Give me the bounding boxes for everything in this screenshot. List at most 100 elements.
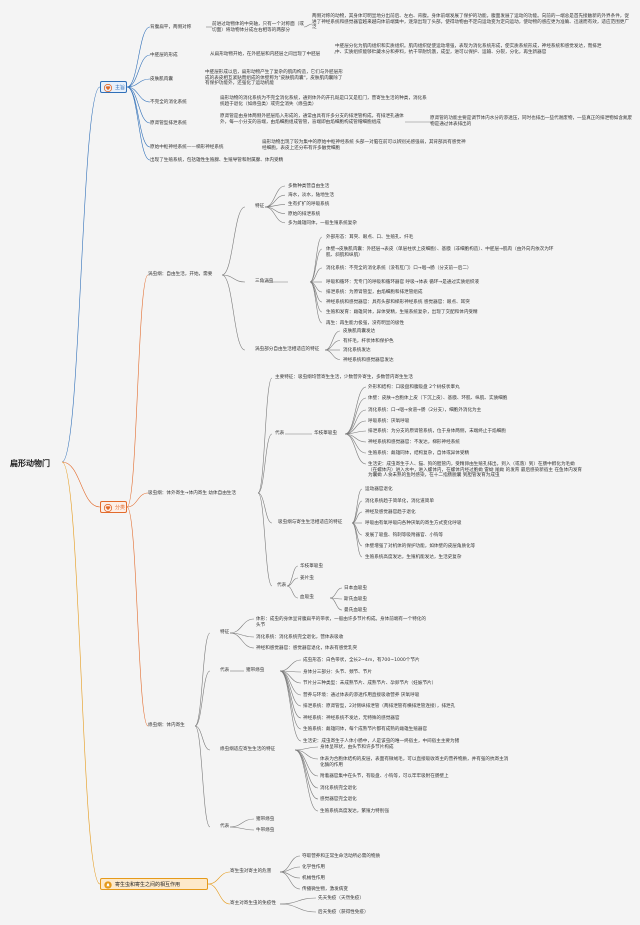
pork-item-1[interactable]: 身体分三部分：头节、颈节、节片 [303,670,372,675]
harm-1[interactable]: 化学性作用 [302,865,325,870]
turb-adapt-label[interactable]: 涡虫部分自由生活相适应的特征 [255,347,320,352]
tri-item-2[interactable]: 消化系统：不完全的消化系统（没有肛门）口→咽→肠（分支前一后二） [326,266,472,271]
class-cestoda[interactable]: 绦虫纲：体内寄生 [148,723,185,728]
cest-feature-2[interactable]: 神经和感觉器官：感觉器官退化，体表有感觉乳突 [256,646,358,651]
turb-adapt-2[interactable]: 消化系统发达 [343,348,371,353]
feature-1-extra[interactable]: 中胚层分化为肌肉组织和实质组织。肌肉组织促使运动增强，表现为消化系统形成，使实质… [335,44,602,55]
trem-rep-label[interactable]: 代表 [275,431,285,436]
clo-item-0[interactable]: 外形和结构：口吸盘和腹吸盘 2个树枝状睾丸 [368,385,460,390]
tri-item-7[interactable]: 再生：再生能力极强，没有明显的极性 [326,321,405,326]
pork-item-7[interactable]: 生活史：成虫寄生于人体小肠中，人是该虫的唯一终宿主，中间宿主主要为猪 [303,739,460,744]
trem-para-1[interactable]: 消化系统趋于简单化，消化道简单 [365,499,434,504]
cest-feature-1[interactable]: 消化系统：消化系统完全退化，营体表吸收 [256,635,344,640]
branch-main-features[interactable]: 主旨 [100,81,127,93]
cest-adapt-1[interactable]: 体表为合胞体结构的皮层，表面有微绒毛，可以直接吸收寄主的营养物质，并有强的抗寄主… [320,757,509,768]
feature-3-detail[interactable]: 扁形动物的消化系统为不完全消化系统，通到体外的开孔既是口又是肛门，营寄生生活的种… [220,96,427,107]
trem-para-2[interactable]: 神经及感觉器官趋于退化 [365,510,416,515]
feature-1-title[interactable]: 中胚层的形成 [150,53,178,58]
pork-item-6[interactable]: 生殖系统：雌雄同体，每个成熟节片都有成熟的雌雄生殖器官 [303,727,428,732]
feature-4-extra[interactable]: 原肾管的功能主要是调节体内水分的渗透压，同时也排出一些代谢废物，一些真正的排泄物… [430,116,633,127]
trem-rep-1[interactable]: 姜片虫 [300,576,314,581]
immunity-1[interactable]: 后天免疫（获得性免疫） [318,910,369,915]
trem-main-feature[interactable]: 主要特征：吸虫纲均营寄生生活，少数营外寄生，多数营内寄生生活 [275,375,413,380]
feature-4-detail[interactable]: 原肾管是由身体两侧外胚层陷入形成的，通常由具有许多分支的排泄管构成，有排泄孔通体… [220,114,404,125]
cest-adapt-3[interactable]: 消化系统完全退化 [320,786,357,791]
blood-2[interactable]: 曼氏血吸虫 [344,608,367,613]
turb-features[interactable]: 特征 [255,204,265,209]
turb-feature-4[interactable]: 多为雌雄同体，一般生殖系统复杂 [288,220,357,226]
turb-feature-3[interactable]: 原始的排泄系统 [288,211,321,217]
turb-adapt-0[interactable]: 皮肤肌肉囊发达 [343,329,376,334]
tri-item-0[interactable]: 外部形态：耳突、眼点、口、生殖孔、纤毛 [326,235,414,240]
harm-2[interactable]: 机械性作用 [302,876,325,881]
turb-feature-2[interactable]: 生有扩扩的呼吸系统 [288,202,330,208]
branch-host-parasite[interactable]: 寄生虫和寄生之间的相互作用 [100,878,208,890]
tri-item-3[interactable]: 呼吸和循环：无专门的呼吸和循环器官 呼吸→体表 循环→是通过实质组织液 [326,280,480,285]
feature-5-title[interactable]: 原始中枢神经系统——梯形神经系统 [150,145,224,150]
branch-classification[interactable]: 分类 [100,501,127,513]
trem-para-6[interactable]: 生殖系统高度发达，生殖机能发达，生活史复杂 [365,555,462,560]
tri-item-5[interactable]: 神经系统和感觉器官：具有头部和梯形神经系统 感觉器官：眼点、耳突 [326,300,470,305]
clo-item-5[interactable]: 神经系统和感觉器官：不发达，梯形神经系统 [368,440,460,445]
class-trematoda[interactable]: 吸虫纲：体外寄生→体内寄生 幼体自由生活 [148,491,236,496]
tri-item-4[interactable]: 排泄系统：为原肾管型，由焰细胞和排泄管组成 [326,290,423,295]
feature-0-detail[interactable]: 前进过动物体的中央轴，只有一个对称面（或切面）将动物体分成左右相等的两部分 [212,22,304,33]
class-turbellaria[interactable]: 涡虫纲：自由生活，开始，需要 [148,272,213,277]
cest-rep-1[interactable]: 牛带绦虫 [256,828,275,833]
clo-item-3[interactable]: 呼吸系统：厌氧呼吸 [368,419,410,424]
cest-rep-label[interactable]: 代表 [220,668,230,673]
host-immunity[interactable]: 寄主对寄生虫的免疫性 [230,901,276,906]
clo-item-1[interactable]: 体壁：皮肤→合胞体上皮（下沉上皮）、基膜、环肌、纵肌、实质细胞 [368,396,508,401]
feature-1-detail[interactable]: 从扁形动物开始，在外胚层和内胚层之间出现了中胚层 [210,52,321,57]
feature-0-extra[interactable]: 两侧对称的动物，其身体可明显地分出前后、左右、背腹。身体前端发展了保护的功能，腹… [312,14,629,31]
trem-para-5[interactable]: 体壁增强了对机体的保护功能，如体壁的皮层角质化等 [365,544,476,549]
feature-4-title[interactable]: 原肾管型排泄系统 [150,121,187,126]
feature-6-title[interactable]: 出现了生殖系统，包括雄性生殖腺、生殖导管和附属腺、体内受精 [150,158,284,163]
feature-2-title[interactable]: 皮肤肌肉囊 [150,77,173,82]
tri-item-1[interactable]: 体壁→皮肤肌肉囊：外胚层→表皮（单层柱状上皮细胞）、基膜（非细胞构造）、中胚层→… [326,247,554,258]
blood-1[interactable]: 斯氏血吸虫 [344,597,367,602]
taenia[interactable]: 猪带绦虫 [246,668,265,673]
clo-item-4[interactable]: 排泄系统：为分支的原肾管系统，位于身体两侧，末端终止于焰细胞 [368,429,506,434]
blood-0[interactable]: 日本血吸虫 [344,586,367,591]
pork-item-3[interactable]: 营养与环境：通过体表的渗透作用直接吸收营养 厌氧呼吸 [303,693,420,698]
turb-adapt-1[interactable]: 有纤毛，杆状体和保护色 [343,338,394,344]
cest-rep2-label[interactable]: 代表 [220,824,230,829]
feature-0-title[interactable]: 背腹扁平，两侧对称 [150,25,192,30]
clo-item-7[interactable]: 生活史：成虫寄生于人、猫、狗的胆管内，受精卵由生殖孔排出，到入（或落）到）在肠中… [368,462,583,479]
harm-3[interactable]: 传播微生物，激发病变 [302,887,348,892]
immunity-0[interactable]: 先天免疫（天然免疫） [318,896,364,901]
trem-para-3[interactable]: 呼吸由有氧呼吸向各种厌氧的寄生方式变化呼吸 [365,521,462,526]
turb-rep-label[interactable]: 三角涡虫 [255,279,274,284]
feature-3-title[interactable]: 不完全的消化系统 [150,100,187,105]
feature-2-detail[interactable]: 中胚层形成以后，扁形动物产生了复杂的肌肉构造，它们与外胚层形成的表皮相互紧贴而组… [205,70,343,87]
cest-adapt-label[interactable]: 绦虫纲适应寄生生活的特征 [220,747,276,752]
parasite-harm[interactable]: 寄生虫对寄主的危害 [230,869,272,874]
tri-item-6[interactable]: 生殖和发育：雌雄同体，异体受精，生殖系统复杂，出现了交配和体内受精 [326,310,478,315]
pork-item-2[interactable]: 节片分三种类型：未成熟节片、成熟节片、孕卵节片（妊娠节片） [303,681,437,686]
pork-item-4[interactable]: 排泄系统：原肾管型，2对侧纵排泄管（两排泄管有横排泄管连接），排泄孔 [303,704,456,709]
trem-para-4[interactable]: 发展了吸盘、钩刺等吸附器官、小钩等 [365,533,444,538]
clo-item-6[interactable]: 生殖系统：雌雄同体，结构复杂，自体或异体受精 [368,451,470,456]
cest-rep-0[interactable]: 猪带绦虫 [256,817,275,822]
trem-para-0[interactable]: 运动器官退化 [365,487,393,492]
trem-rep2-label[interactable]: 代表 [277,583,287,588]
trem-rep-0[interactable]: 华枝睾吸虫 [300,564,323,569]
cest-features[interactable]: 特征 [220,630,230,635]
pork-item-5[interactable]: 神经系统：神经系统不发达，无特殊的感觉器官 [303,716,400,721]
turb-adapt-3[interactable]: 神经系统和感觉器官发达 [343,357,394,363]
cest-adapt-5[interactable]: 生殖系统高度发达，繁殖力特别强 [320,809,389,814]
cest-adapt-0[interactable]: 身体呈带状，由头节和许多节片构成 [320,745,394,750]
turb-feature-0[interactable]: 多数种类营自由生活 [288,184,330,189]
feature-5-detail[interactable]: 扁形动物出现了较为集中的原始中枢神经系统 头部一对脑在前可以辨别光感强弱，其背部… [262,140,466,151]
pork-item-0[interactable]: 成虫形态：白色带状，全长2~4m，有700~1000个节片 [303,658,420,663]
schistosoma[interactable]: 血吸虫 [300,595,314,600]
cest-adapt-4[interactable]: 感觉器官完全退化 [320,797,357,802]
trem-adapt-label[interactable]: 吸虫纲与寄生生活相适应的特征 [278,520,343,525]
harm-0[interactable]: 夺取营养和正常生命活动所必需的物质 [302,854,381,859]
clonorchis[interactable]: 华枝睾吸虫 [314,431,337,436]
turb-feature-1[interactable]: 海水，淡水，陆地生活 [288,193,334,199]
cest-feature-0[interactable]: 体形：成虫的身体呈背腹扁平的带状，一般由许多节片构成。身体前端有一个特化的头节 [256,617,426,628]
clo-item-2[interactable]: 消化系统：口→咽→食道→肠（2分支），细胞外消化为主 [368,408,482,413]
cest-adapt-2[interactable]: 附着器官集中在头节，有吸盘、小钩等，可以牢牢吸附在肠壁上 [320,774,449,779]
